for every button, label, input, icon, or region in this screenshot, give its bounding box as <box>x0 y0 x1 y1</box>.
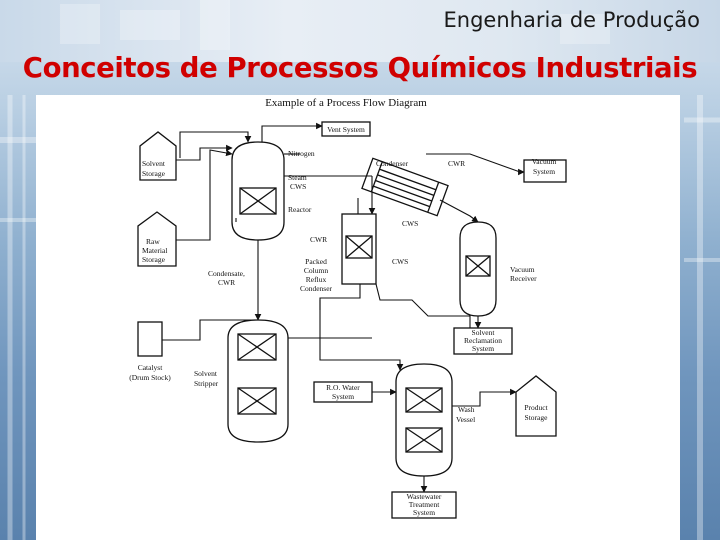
catalyst-label-1: Catalyst <box>138 363 163 372</box>
cwr-top-label: CWR <box>448 159 465 168</box>
ro-water-label-1: R.O. Water <box>326 383 360 392</box>
cwr-mid-label: CWR <box>310 235 327 244</box>
raw-material-label-3: Storage <box>142 255 166 264</box>
packed-column-label-2: Column <box>304 266 328 275</box>
wash-vessel-label-1: Wash <box>458 405 475 414</box>
slide-title: Conceitos de Processos Químicos Industri… <box>22 52 698 84</box>
steam-cws-label: CWS <box>290 182 306 191</box>
catalyst-label-2: (Drum Stock) <box>129 373 171 382</box>
nitrogen-label: Nitrogen <box>288 149 315 158</box>
solvent-storage-label-1: Solvent <box>142 159 166 168</box>
solvent-stripper-label-1: Solvent <box>194 369 218 378</box>
solvent-storage-label-2: Storage <box>142 169 166 178</box>
packed-column-label-1: Packed <box>305 257 327 266</box>
cws-right-label: CWS <box>392 257 408 266</box>
solvent-reclamation-label-1: Solvent <box>472 328 496 337</box>
reactor-packing <box>239 187 277 215</box>
vacuum-system-label-1: Vacuum <box>532 157 557 166</box>
product-storage-label-1: Product <box>524 403 548 412</box>
wash-vessel <box>395 363 453 477</box>
raw-material-label-2: Material <box>142 246 167 255</box>
header-band <box>0 0 720 62</box>
ro-water-label-2: System <box>332 392 354 401</box>
solvent-stripper-vessel <box>227 319 289 443</box>
wash-vessel-label-2: Vessel <box>456 415 475 424</box>
wastewater-label-2: Treatment <box>409 500 440 509</box>
solvent-storage-tank <box>139 131 177 181</box>
vent-system-label: Vent System <box>327 125 365 134</box>
condensate-label-1: Condensate, <box>208 269 245 278</box>
raw-material-tank <box>137 211 177 267</box>
condensate-label-2: CWR <box>218 278 235 287</box>
packed-column <box>341 213 377 285</box>
wastewater-label-1: Wastewater <box>407 492 442 501</box>
wastewater-label-3: System <box>413 508 435 517</box>
steam-label: Steam <box>288 173 307 182</box>
catalyst-drum <box>137 321 163 357</box>
solvent-reclamation-label-2: Reclamation <box>464 336 502 345</box>
vacuum-receiver-vessel <box>459 221 497 317</box>
product-storage-label-2: Storage <box>525 413 549 422</box>
solvent-reclamation-label-3: System <box>472 344 494 353</box>
packed-column-label-3: Reflux <box>306 275 327 284</box>
vacuum-receiver-label-1: Vacuum <box>510 265 535 274</box>
condenser-exchanger <box>361 157 449 217</box>
diagram-caption: Example of a Process Flow Diagram <box>265 97 427 109</box>
product-storage-tank <box>515 375 557 437</box>
course-subtitle: Engenharia de Produção <box>443 8 700 32</box>
vacuum-system-label-2: System <box>533 167 555 176</box>
solvent-reclamation-box <box>453 327 513 355</box>
diagram-panel <box>36 95 680 540</box>
condenser-label: Condenser <box>376 159 409 168</box>
vacuum-receiver-label-2: Receiver <box>510 274 537 283</box>
reactor-label: Reactor <box>288 205 312 214</box>
cws-mid-label: CWS <box>402 219 418 228</box>
reactor-vessel <box>231 141 285 241</box>
packed-column-label-4: Condenser <box>300 284 333 293</box>
raw-material-label-1: Raw <box>146 237 160 246</box>
solvent-stripper-label-2: Stripper <box>194 379 219 388</box>
